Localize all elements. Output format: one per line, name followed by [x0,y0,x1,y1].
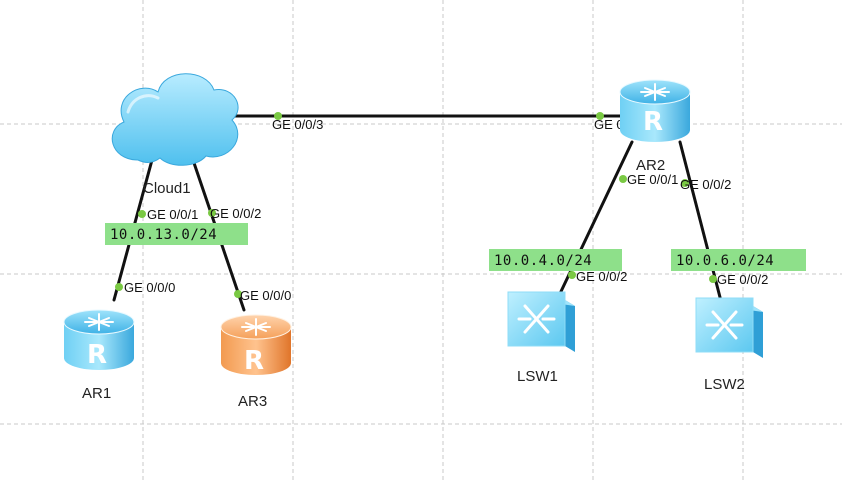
device-cloud1[interactable]: Cloud1 [111,73,239,197]
cloud-icon [111,73,239,166]
device-name-lsw1: LSW1 [517,368,558,385]
port-dots [115,112,717,298]
svg-text:R: R [87,340,107,370]
port-label-lsw2-ar2: GE 0/0/2 [717,272,768,287]
subnet-label-net6: 10.0.6.0/24 [671,249,806,271]
device-name-ar2: AR2 [636,157,665,174]
device-name-lsw2: LSW2 [704,376,745,393]
subnet-text-net6: 10.0.6.0/24 [676,253,774,269]
port-label-lsw1-ar2: GE 0/0/2 [576,269,627,284]
port-label-cloud1-ar2: GE 0/0/3 [272,117,323,132]
subnet-text-net4: 10.0.4.0/24 [494,253,592,269]
device-name-ar1: AR1 [82,385,111,402]
port-label-ar1-cloud1: GE 0/0/0 [124,280,175,295]
router-icon: R [619,79,691,142]
switch-icon [507,291,575,352]
port-label-cloud1-ar1: GE 0/0/1 [147,207,198,222]
port-label-ar3-cloud1: GE 0/0/0 [240,288,291,303]
svg-text:R: R [643,107,663,137]
subnet-label-net13: 10.0.13.0/24 [105,223,248,245]
device-lsw1[interactable]: LSW1 [507,291,575,385]
port-label-ar2-lsw2: GE 0/0/2 [680,177,731,192]
subnet-label-net4: 10.0.4.0/24 [489,249,622,271]
svg-text:R: R [244,346,264,376]
router-icon: R [63,309,135,370]
device-name-cloud1: Cloud1 [143,180,191,197]
subnet-text-net13: 10.0.13.0/24 [110,227,217,243]
switch-icon [695,297,763,358]
device-ar2[interactable]: R AR2 [619,79,691,174]
port-label-ar2-lsw1: GE 0/0/1 [627,172,678,187]
port-label-cloud1-ar3: GE 0/0/2 [210,206,261,221]
device-ar1[interactable]: R AR1 [63,309,135,402]
device-ar3[interactable]: R AR3 [220,314,292,410]
device-name-ar3: AR3 [238,393,267,410]
router-icon: R [220,314,292,376]
device-lsw2[interactable]: LSW2 [695,297,763,393]
